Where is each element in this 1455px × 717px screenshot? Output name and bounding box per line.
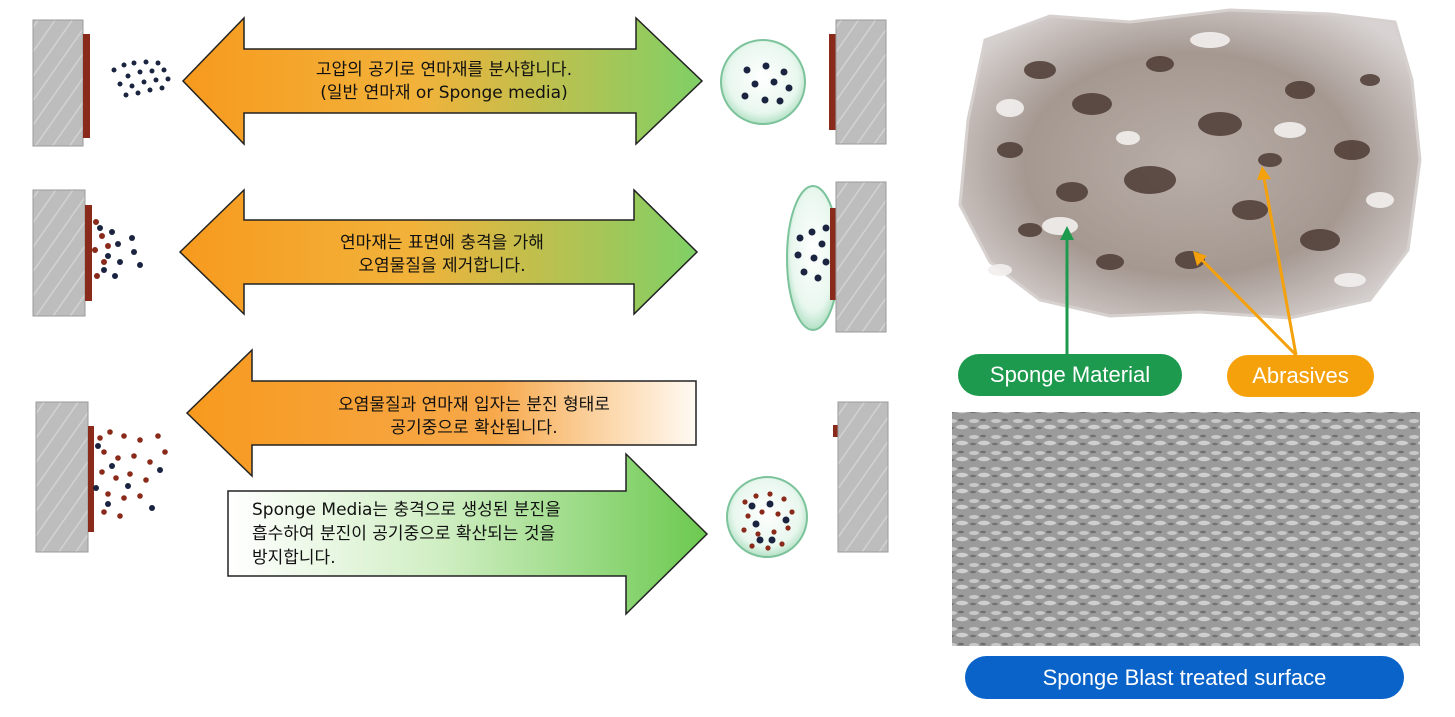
row-3: 오염물질과 연마재 입자는 분진 형태로 공기중으로 확산됩니다. Sponge… [35, 348, 889, 616]
double-arrow [181, 16, 704, 146]
pointer-lines [1060, 166, 1298, 357]
step2-line2: 오염물질을 제거합니다. [358, 256, 525, 276]
step2-line1: 연마재는 표면에 충격을 가해 [340, 233, 544, 253]
contaminant-specks-right [833, 425, 838, 437]
contaminant-layer [88, 426, 94, 532]
contaminant-layer-right [830, 208, 836, 300]
step4-line1: Sponge Media는 충격으로 생성된 분진을 [252, 500, 561, 520]
step3-line1: 오염물질과 연마재 입자는 분진 형태로 [338, 395, 610, 415]
step1-line1: 고압의 공기로 연마재를 분사합니다. [316, 60, 572, 80]
step4-line3: 방지합니다. [252, 548, 336, 568]
step1-line2: (일반 연마재 or Sponge media) [320, 83, 567, 103]
contaminant-layer-right [829, 34, 836, 130]
treated-surface-photo [952, 412, 1420, 646]
right-wall [835, 181, 887, 333]
sponge-photo [958, 8, 1422, 320]
sponge-material-arrowhead [1060, 226, 1074, 240]
contaminant-layer [85, 205, 92, 301]
step3-line2: 공기중으로 확산됩니다. [390, 418, 557, 438]
right-wall [835, 19, 887, 145]
sponge-bubble [720, 39, 806, 125]
sponge-material-text: Sponge Material [989, 362, 1151, 387]
abrasives-arrowhead-1 [1193, 251, 1207, 266]
dust-cloud [93, 429, 168, 519]
abrasives-text: Abrasives [1252, 363, 1349, 388]
sponge-material-label: Sponge Material [958, 354, 1182, 396]
abrasives-arrowhead-2 [1257, 166, 1271, 180]
left-wall [35, 401, 89, 553]
impact-particles [92, 219, 143, 279]
dust-absorbing-sponge [726, 476, 808, 558]
left-wall [32, 19, 84, 147]
step4-line2: 흡수하여 분진이 공기중으로 확산되는 것을 [252, 524, 555, 544]
left-wall [32, 189, 86, 317]
right-arrow [227, 452, 709, 616]
row-2: 연마재는 표면에 충격을 가해 오염물질을 제거합니다. [32, 181, 887, 333]
contaminant-layer [83, 34, 90, 138]
abrasives-pointer-2 [1262, 177, 1298, 356]
right-wall [837, 401, 889, 553]
double-arrow [178, 188, 699, 316]
treated-surface-text: Sponge Blast treated surface [1042, 664, 1327, 690]
treated-surface-label: Sponge Blast treated surface [965, 656, 1404, 699]
abrasive-particles [111, 59, 171, 98]
left-arrow [185, 348, 697, 478]
abrasives-label: Abrasives [1227, 355, 1374, 397]
abrasives-pointer-1 [1198, 256, 1298, 357]
row-1: 고압의 공기로 연마재를 분사합니다. (일반 연마재 or Sponge me… [32, 16, 887, 147]
